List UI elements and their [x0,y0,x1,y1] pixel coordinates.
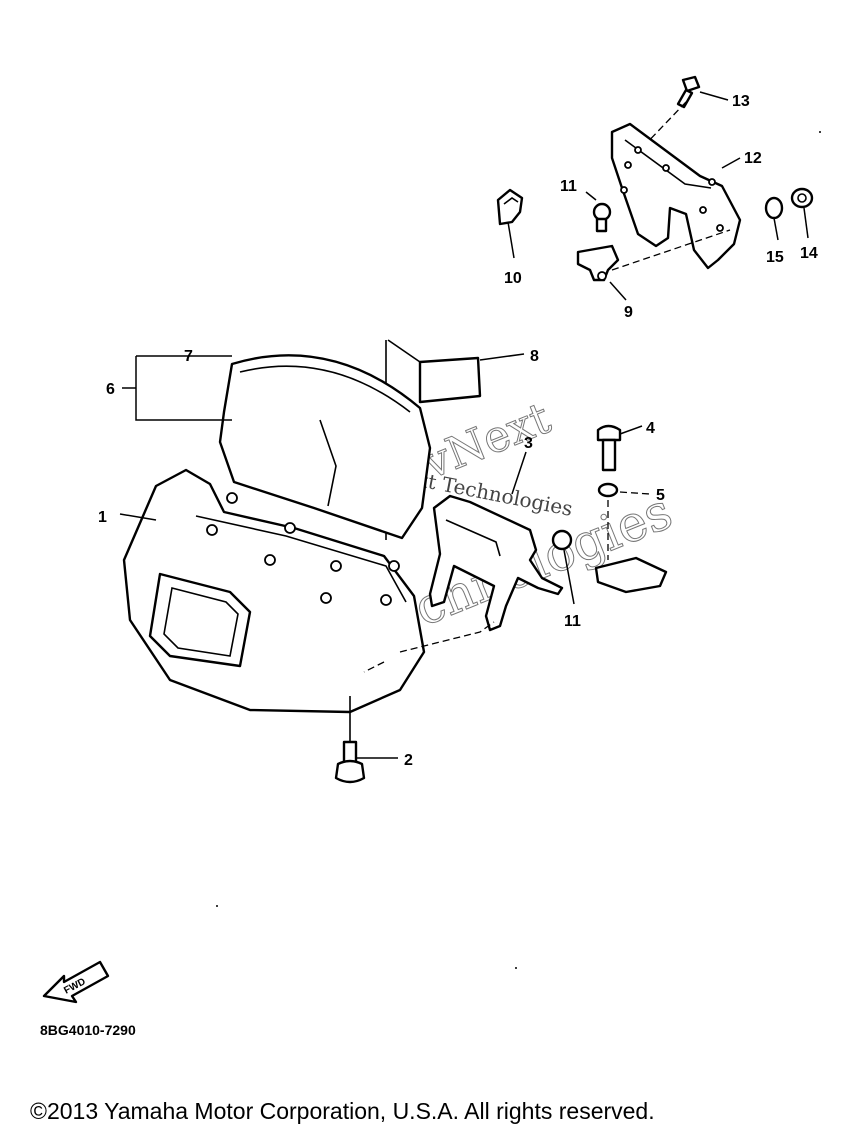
assembly-line-b [363,661,385,673]
part-1-cowling [122,468,426,714]
callout-14: 14 [800,245,818,262]
callout-13: 13 [732,93,750,110]
leader-1 [119,513,157,521]
fwd-arrow-icon: FWD [42,960,110,1004]
callout-2: 2 [404,752,413,769]
part-10-clip [496,188,524,226]
diagram-code: 8BG4010-7290 [40,1022,136,1038]
leader-10 [507,221,515,259]
leader-9 [609,281,627,301]
part-3-stay [428,494,564,632]
leader-8 [479,353,525,361]
part-9-holder [576,244,620,282]
part-14-grommet [790,187,814,209]
callout-11-upper: 11 [560,178,577,195]
part-11-upper-nut [592,202,612,233]
callout-7: 7 [184,348,193,365]
callout-1: 1 [98,509,107,526]
part-2-screw [334,696,366,784]
callout-3: 3 [524,435,533,452]
callout-6: 6 [106,381,115,398]
leader-9-dash [611,229,731,271]
part-13-bolt [676,75,701,109]
callout-11-lower: 11 [564,613,581,630]
copyright-notice: ©2013 Yamaha Motor Corporation, U.S.A. A… [30,1098,655,1124]
assembly-line-a [399,621,495,653]
part-15-collar [764,196,784,220]
leader-14 [803,207,809,239]
part-5-washer [597,482,619,498]
part-11-lower-nut [551,529,573,551]
part-7-windshield [218,354,432,540]
callout-15: 15 [766,249,784,266]
mount-bracket [594,500,668,594]
leader-15 [773,217,779,241]
leader-5 [619,491,651,495]
callout-4: 4 [646,420,655,437]
callout-numbers: 1 2 3 4 5 6 7 8 9 10 11 11 12 13 14 15 [98,93,818,769]
part-8-decal [418,356,482,404]
leader-8-dash [387,339,421,363]
leader-11-upper [585,191,597,201]
part-12-bracket [610,122,742,270]
leader-3 [511,451,527,495]
leader-4 [619,425,643,435]
leader-12 [721,157,741,169]
leader-13 [699,91,729,101]
callout-5: 5 [656,487,665,504]
callout-9: 9 [624,304,633,321]
part-4-bolt [596,424,622,472]
callout-8: 8 [530,348,539,365]
callout-10: 10 [504,270,522,287]
bracket-6 [135,356,232,421]
callout-12: 12 [744,150,762,167]
leader-11-lower [563,549,575,605]
